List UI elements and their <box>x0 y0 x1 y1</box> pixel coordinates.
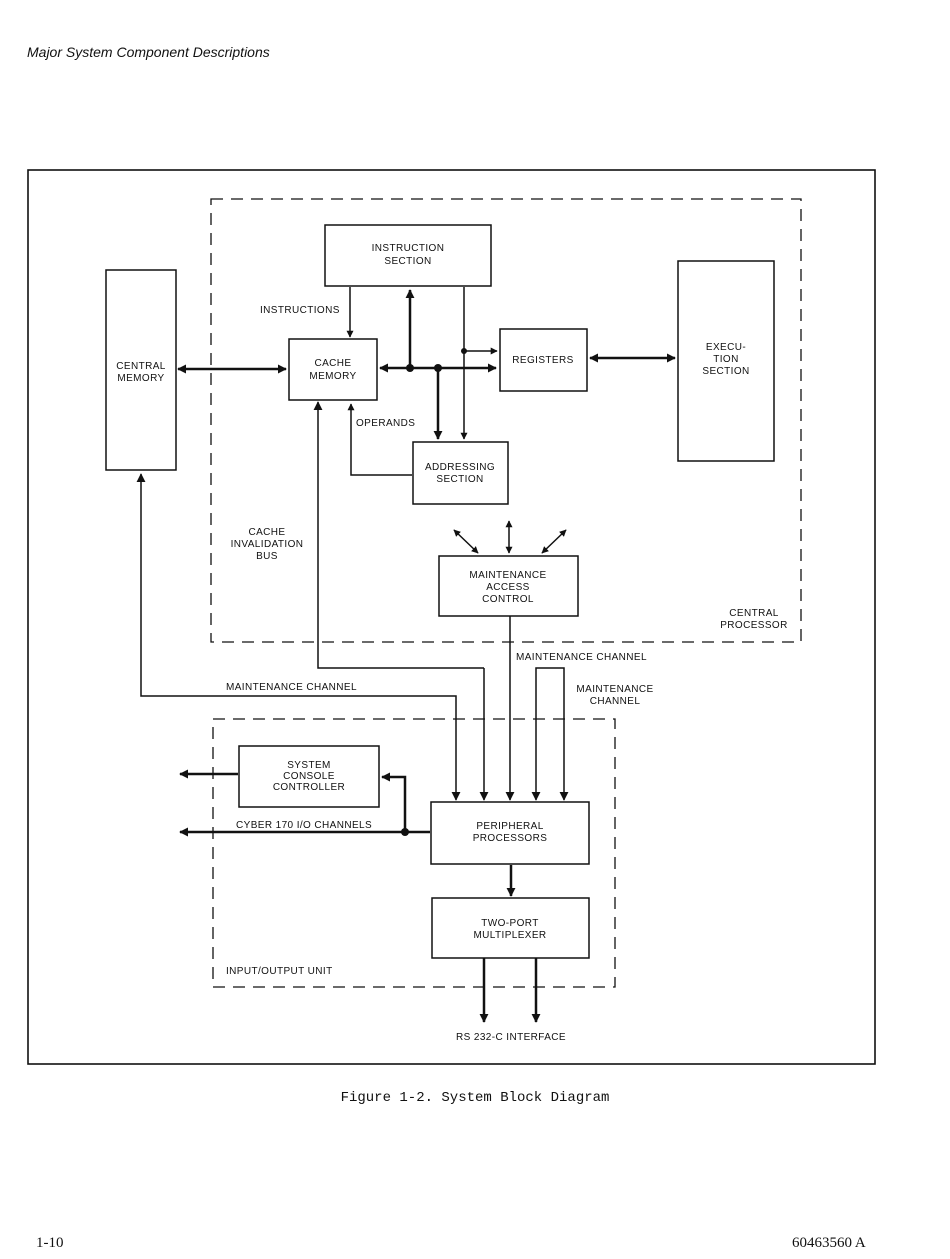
input-output-unit-label: INPUT/OUTPUT UNIT <box>226 966 333 977</box>
figure-caption: Figure 1-2. System Block Diagram <box>340 1090 610 1106</box>
maintenance-access-control-block: MAINTENANCE ACCESS CONTROL <box>438 555 579 617</box>
cyber-to-console-line <box>381 772 407 832</box>
cache-invalidation-bus-label: CACHE <box>248 527 285 538</box>
maintenance-channel-right-label: MAINTENANCE <box>576 684 653 695</box>
cache-invalidation-bus-label: INVALIDATION <box>231 539 304 550</box>
central-processor-label: PROCESSOR <box>720 620 788 631</box>
mac-arrow-left <box>453 529 479 554</box>
registers-block: REGISTERS <box>499 328 588 392</box>
addressing-section-block: ADDRESSING SECTION <box>412 441 509 505</box>
document-number: 60463560 A <box>792 1235 866 1251</box>
maintenance-channel-right-line <box>531 667 569 801</box>
addressing-section-label: ADDRESSING <box>425 462 495 473</box>
addressing-section-label: SECTION <box>436 474 483 485</box>
mux-label: MULTIPLEXER <box>473 930 546 941</box>
maintenance-channel-left-line <box>136 473 461 801</box>
mac-label: MAINTENANCE <box>469 570 546 581</box>
cache-memory-label: CACHE <box>314 358 351 369</box>
central-memory-label: CENTRAL <box>116 361 166 372</box>
execution-section-label: EXECU- <box>706 342 746 353</box>
peripheral-processors-block: PERIPHERAL PROCESSORS <box>430 801 590 865</box>
operands-line <box>347 403 412 476</box>
line-junction <box>461 348 467 354</box>
registers-label: REGISTERS <box>512 355 573 366</box>
page-number: 1-10 <box>36 1235 64 1251</box>
system-console-controller-block: SYSTEM CONSOLE CONTROLLER <box>238 745 380 808</box>
page-header: Major System Component Descriptions <box>27 44 270 60</box>
scc-label: SYSTEM <box>287 760 331 771</box>
cache-invalidation-bus-label: BUS <box>256 551 278 562</box>
mac-arrow-right <box>541 529 567 554</box>
execution-section-label: TION <box>713 354 739 365</box>
maintenance-channel-left-label: MAINTENANCE CHANNEL <box>226 682 357 693</box>
scc-label: CONTROLLER <box>273 782 345 793</box>
instruction-section-label: INSTRUCTION <box>372 243 445 254</box>
operands-label: OPERANDS <box>356 418 415 429</box>
diagram-frame <box>27 169 876 1065</box>
maintenance-channel-center-label: MAINTENANCE CHANNEL <box>516 652 647 663</box>
execution-section-label: SECTION <box>702 366 749 377</box>
cache-memory-block: CACHE MEMORY <box>288 338 378 401</box>
instruction-section-label: SECTION <box>384 256 431 267</box>
pp-label: PERIPHERAL <box>476 821 543 832</box>
two-port-multiplexer-block: TWO-PORT MULTIPLEXER <box>431 897 590 959</box>
instructions-label: INSTRUCTIONS <box>260 305 340 316</box>
central-memory-label: MEMORY <box>117 373 164 384</box>
execution-section-block: EXECU- TION SECTION <box>677 260 775 462</box>
central-processor-label: CENTRAL <box>729 608 779 619</box>
pp-label: PROCESSORS <box>473 833 548 844</box>
mac-label: CONTROL <box>482 594 534 605</box>
cyber-junction <box>401 828 409 836</box>
mac-label: ACCESS <box>486 582 530 593</box>
cyber-channels-label: CYBER 170 I/O CHANNELS <box>236 820 372 831</box>
scc-label: CONSOLE <box>283 771 335 782</box>
cache-memory-label: MEMORY <box>309 371 356 382</box>
central-memory-block: CENTRAL MEMORY <box>105 269 177 471</box>
mux-label: TWO-PORT <box>481 918 538 929</box>
maintenance-channel-right-label: CHANNEL <box>590 696 641 707</box>
instruction-section-block: INSTRUCTION SECTION <box>324 224 492 287</box>
rs232-label: RS 232-C INTERFACE <box>456 1032 566 1043</box>
central-processor-region <box>210 198 802 643</box>
